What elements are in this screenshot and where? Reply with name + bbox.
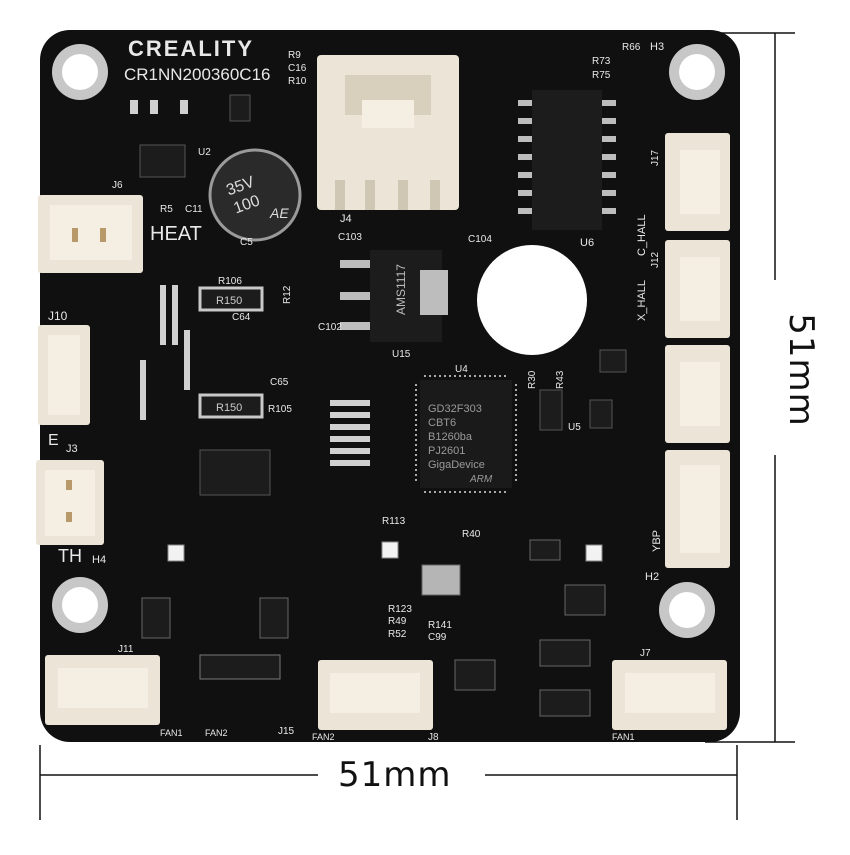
label-th: TH <box>58 546 82 566</box>
label-r10: R10 <box>288 76 307 87</box>
label-j10: J10 <box>48 309 68 323</box>
connector-j1 <box>665 345 730 443</box>
label-r12: R12 <box>282 285 293 304</box>
label-j8: J8 <box>428 732 439 743</box>
svg-text:GD32F303: GD32F303 <box>428 403 482 415</box>
connector-j11 <box>45 655 160 725</box>
label-j15: J15 <box>278 726 295 737</box>
regulator-u15: AMS1117 <box>340 250 448 342</box>
svg-text:R150: R150 <box>216 402 242 414</box>
svg-text:PJ2601: PJ2601 <box>428 445 465 457</box>
svg-text:R150: R150 <box>216 295 242 307</box>
label-r49: R49 <box>388 616 407 627</box>
label-j17: J17 <box>650 149 661 166</box>
label-c-hall: C_HALL <box>636 214 648 256</box>
height-dimension-label: 51mm <box>780 307 821 433</box>
label-r40: R40 <box>462 529 481 540</box>
mounting-hole-top-left <box>52 44 108 100</box>
ic-u2 <box>139 144 186 178</box>
electrolytic-capacitor: 35V 100 AE <box>208 148 302 242</box>
led-left <box>167 544 185 562</box>
label-c99: C99 <box>428 632 447 643</box>
label-r5: R5 <box>160 204 173 215</box>
resistor-r150-bottom: R150 <box>198 393 264 419</box>
label-u5: U5 <box>568 422 581 433</box>
label-r113: R113 <box>382 516 406 527</box>
label-c16: C16 <box>288 63 307 74</box>
label-c64: C64 <box>232 312 251 323</box>
label-u6: U6 <box>580 237 594 249</box>
label-j3: J3 <box>66 443 78 455</box>
label-r66: R66 <box>622 42 641 53</box>
label-r75: R75 <box>592 70 611 81</box>
resistor-r150-top: R150 <box>198 286 264 312</box>
svg-text:AE: AE <box>269 205 289 221</box>
svg-text:CBT6: CBT6 <box>428 417 456 429</box>
label-u2: U2 <box>198 147 211 158</box>
label-h3: H3 <box>650 41 664 53</box>
label-fan1-left: FAN1 <box>160 728 183 738</box>
mcu-u4: GD32F303 CBT6 B1260ba PJ2601 GigaDevice … <box>415 375 517 493</box>
connector-ybp <box>665 450 730 568</box>
label-r43: R43 <box>555 370 566 389</box>
crystal <box>421 564 461 596</box>
label-fan1-right: FAN1 <box>612 732 635 742</box>
label-fan2-left: FAN2 <box>205 728 228 738</box>
dimension-lines <box>39 32 795 820</box>
label-c11: C11 <box>185 204 203 215</box>
label-h2: H2 <box>645 571 659 583</box>
connector-j7 <box>612 660 727 730</box>
center-hole <box>477 245 587 355</box>
label-e: E <box>48 432 59 449</box>
label-c103: C103 <box>338 232 362 243</box>
width-dimension-label: 51mm <box>332 755 458 795</box>
connector-j4 <box>317 55 459 210</box>
connector-j8 <box>318 660 433 730</box>
label-u4: U4 <box>455 364 468 375</box>
label-fan2-mid: FAN2 <box>312 732 335 742</box>
smd-components <box>130 94 627 717</box>
part-number: CR1NN200360C16 <box>124 65 270 84</box>
label-h4: H4 <box>92 554 106 566</box>
label-j11: J11 <box>118 644 134 655</box>
label-heat: HEAT <box>150 223 202 245</box>
label-r9: R9 <box>288 50 301 61</box>
label-r73: R73 <box>592 56 611 67</box>
label-r30: R30 <box>527 370 538 389</box>
label-x-hall: X_HALL <box>636 280 648 321</box>
label-r123: R123 <box>388 604 412 615</box>
label-c102: C102 <box>318 322 342 333</box>
svg-text:B1260ba: B1260ba <box>428 431 473 443</box>
connector-heat <box>38 195 143 273</box>
label-r52: R52 <box>388 629 407 640</box>
svg-text:AMS1117: AMS1117 <box>394 264 408 315</box>
label-c5: C5 <box>240 237 253 248</box>
mounting-hole-bottom-right <box>659 582 715 638</box>
label-j12: J12 <box>650 251 661 268</box>
label-j7: J7 <box>640 648 651 659</box>
label-r105: R105 <box>268 404 292 415</box>
label-r106: R106 <box>218 276 242 287</box>
label-r141: R141 <box>428 620 452 631</box>
label-j4: J4 <box>340 213 352 225</box>
brand-text: CREALITY <box>128 36 254 61</box>
svg-text:GigaDevice: GigaDevice <box>428 459 485 471</box>
label-u15: U15 <box>392 349 411 360</box>
label-c65: C65 <box>270 377 289 388</box>
connector-j17 <box>665 133 730 231</box>
led-middle <box>381 541 399 559</box>
connector-j12 <box>665 240 730 338</box>
ic-u6 <box>518 90 616 230</box>
label-c104: C104 <box>468 234 492 245</box>
label-ybp: YBP <box>651 530 663 552</box>
mounting-hole-bottom-left <box>52 577 108 633</box>
led-right <box>585 544 603 562</box>
mounting-hole-top-right <box>669 44 725 100</box>
label-j6: J6 <box>112 180 123 191</box>
svg-text:ARM: ARM <box>469 474 493 485</box>
connector-th <box>36 460 104 545</box>
connector-j10 <box>38 325 90 425</box>
